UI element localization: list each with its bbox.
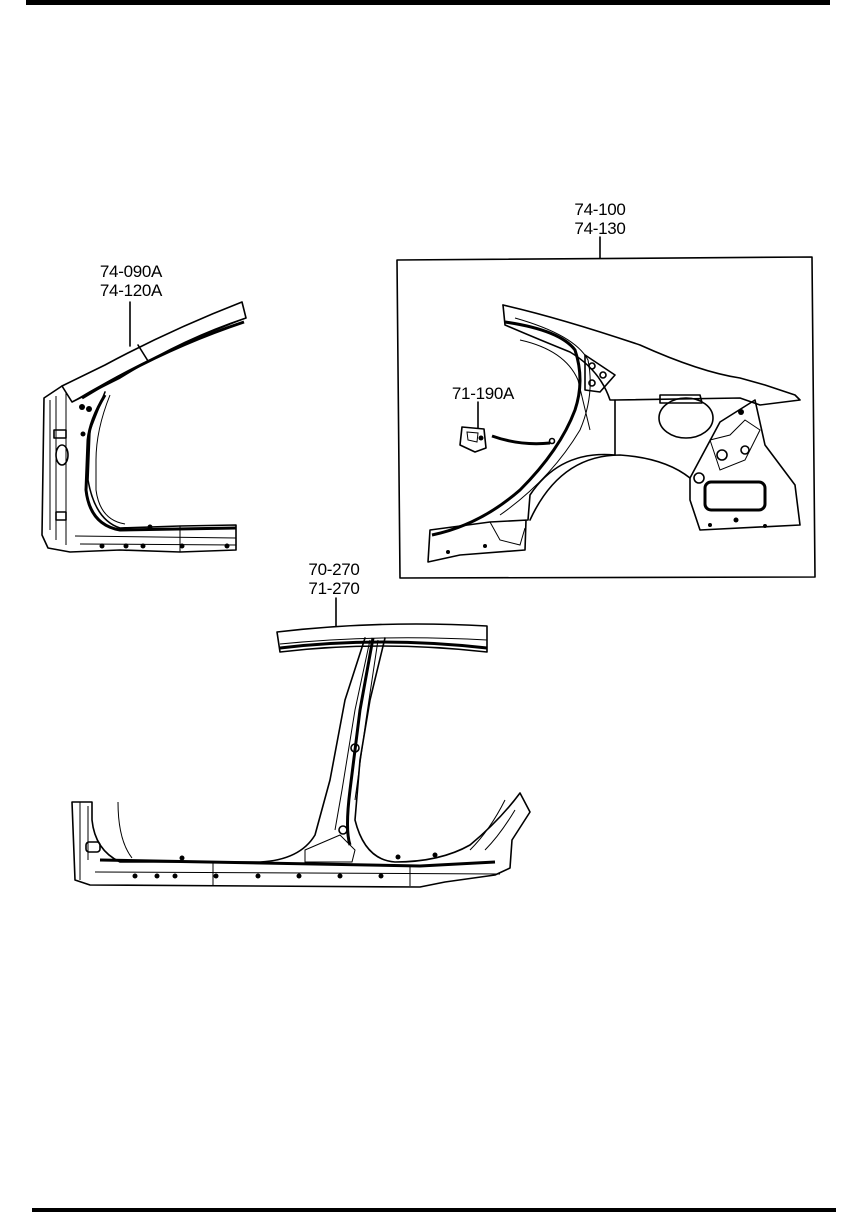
top-border-rule bbox=[26, 0, 830, 5]
callout-front-pillar[interactable]: 74-090A 74-120A bbox=[86, 262, 176, 300]
part-number: 74-100 bbox=[574, 200, 626, 219]
part-number: 74-120A bbox=[99, 281, 163, 300]
part-number: 74-130 bbox=[574, 219, 626, 238]
callout-center-pillar[interactable]: 70-270 71-270 bbox=[289, 560, 379, 598]
callout-fuel-lid-bracket[interactable]: 71-190A bbox=[438, 384, 528, 403]
part-number: 71-190A bbox=[451, 384, 515, 403]
fuel-lid-bracket-part[interactable] bbox=[459, 401, 556, 453]
front-pillar-part[interactable] bbox=[41, 301, 247, 553]
center-pillar-sill-part[interactable] bbox=[71, 597, 531, 888]
part-number: 71-270 bbox=[308, 579, 360, 598]
rear-quarter-panel-group[interactable] bbox=[396, 236, 816, 579]
part-number: 74-090A bbox=[99, 262, 163, 281]
part-number: 70-270 bbox=[308, 560, 360, 579]
callout-rear-quarter-panel[interactable]: 74-100 74-130 bbox=[555, 200, 645, 238]
bottom-border-rule bbox=[32, 1208, 836, 1212]
